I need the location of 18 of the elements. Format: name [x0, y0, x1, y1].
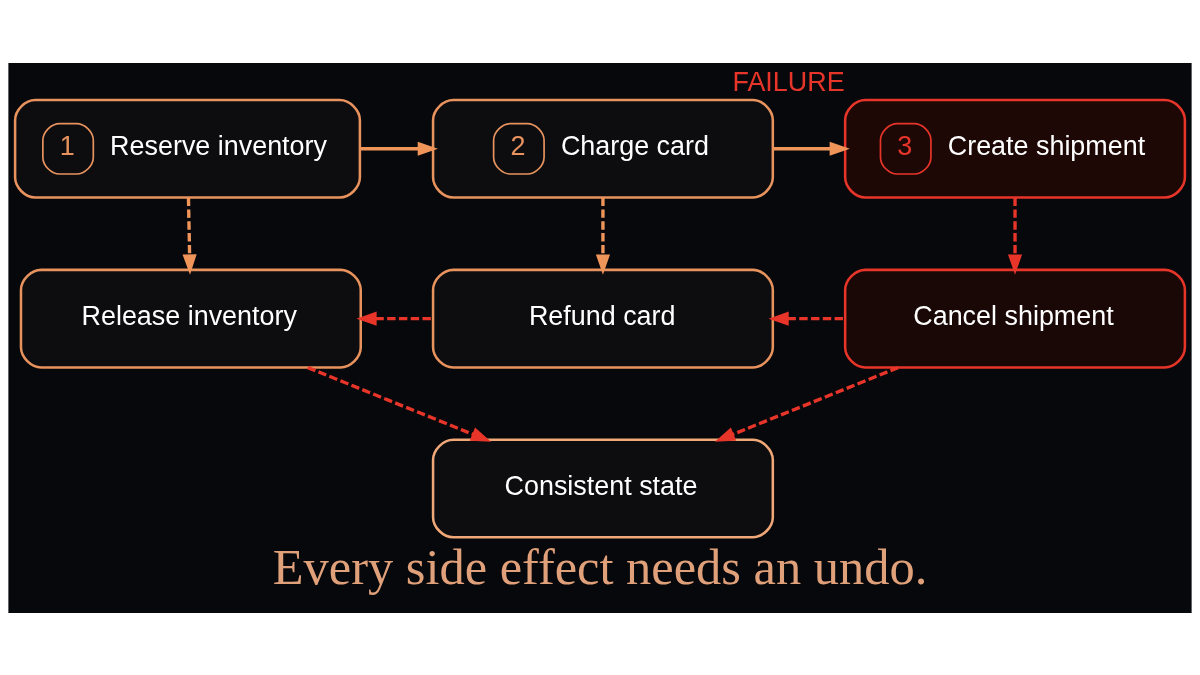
- node-box: 1 Reserve inventory: [13, 98, 362, 199]
- arrow: [360, 141, 438, 156]
- node-label: FAILURE: [732, 66, 845, 97]
- node-box: 2 Charge card: [431, 98, 775, 199]
- arrow: [714, 365, 899, 442]
- arrow: [307, 365, 492, 442]
- arrow: [768, 311, 845, 326]
- arrow: [356, 311, 433, 326]
- node-box: Release inventory: [19, 268, 362, 369]
- node-box: 3 Create shipment: [843, 98, 1187, 199]
- node-box: Cancel shipment: [843, 268, 1187, 369]
- arrow: [1007, 197, 1023, 275]
- arrow: [182, 197, 197, 275]
- arrow: [595, 197, 610, 275]
- node-box: Refund card: [431, 268, 775, 369]
- caption: Every side effect needs an undo.: [272, 538, 928, 595]
- arrow: [773, 141, 850, 156]
- node-box: Consistent state: [431, 438, 775, 539]
